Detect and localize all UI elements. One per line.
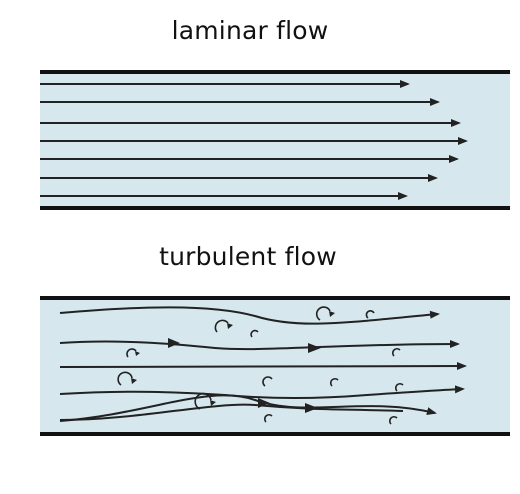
eddy-icon-5 xyxy=(126,348,137,358)
turbulent-streamline-1 xyxy=(59,306,440,325)
eddy-icon-11 xyxy=(250,329,259,338)
laminar-flow-title: laminar flow xyxy=(171,16,329,45)
eddy-icon-2 xyxy=(214,319,229,333)
laminar-pipe xyxy=(40,70,510,210)
eddy-icon-6 xyxy=(262,376,273,387)
turbulent-streamline-3 xyxy=(59,362,467,371)
eddy-icon-3 xyxy=(117,371,133,386)
eddy-icon-1 xyxy=(315,306,331,321)
turbulent-mid-arrow-4 xyxy=(258,398,270,408)
turbulent-mid-arrow-1 xyxy=(168,338,180,348)
eddy-icon-9 xyxy=(394,382,404,392)
eddy-icon-8 xyxy=(391,347,401,357)
eddy-icon-10 xyxy=(365,310,375,319)
eddy-arrowhead-5 xyxy=(135,351,140,356)
eddy-icon-13 xyxy=(388,415,398,425)
turbulent-mid-arrow-3 xyxy=(305,403,318,413)
eddy-arrowhead-2 xyxy=(227,323,233,329)
eddy-icon-7 xyxy=(329,377,339,387)
turbulent-streamline-6 xyxy=(59,403,404,421)
turbulent-streamline-4 xyxy=(59,385,465,400)
eddy-icon-12 xyxy=(263,413,273,423)
eddy-icon-4 xyxy=(194,392,212,410)
eddy-arrowhead-4 xyxy=(210,400,216,406)
turbulent-pipe xyxy=(40,296,510,436)
turbulent-mid-arrow-2 xyxy=(308,343,321,353)
turbulent-streamline-2 xyxy=(59,340,460,351)
eddy-arrowhead-3 xyxy=(131,378,137,384)
turbulent-flow-title: turbulent flow xyxy=(159,242,337,271)
turbulent-streamline-5 xyxy=(59,394,437,422)
eddy-arrowhead-1 xyxy=(329,311,335,317)
